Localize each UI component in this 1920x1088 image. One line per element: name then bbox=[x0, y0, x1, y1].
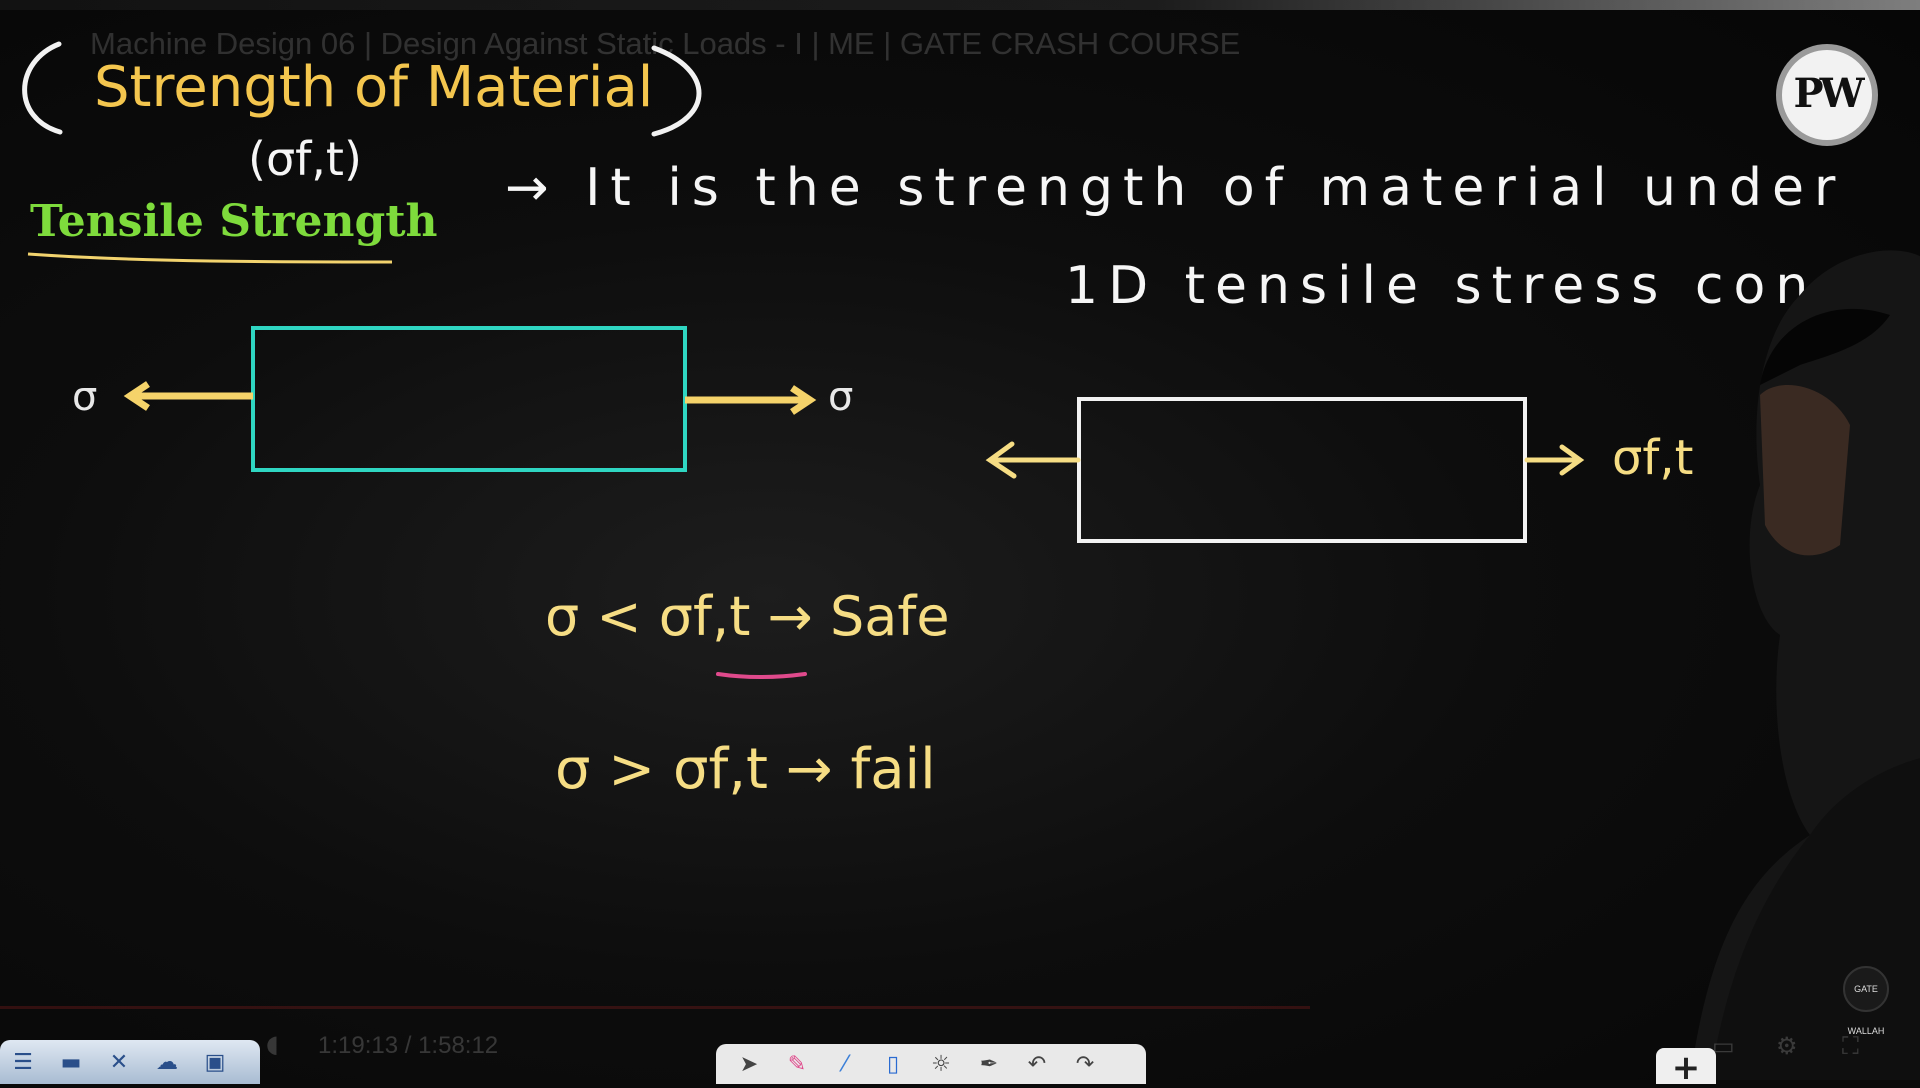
volume-icon[interactable]: ◖ bbox=[266, 1030, 279, 1058]
drawing-toolbar: ➤ ✎ ⁄ ▯ ☼ ✒ ↶ ↷ bbox=[716, 1044, 1146, 1084]
sigma-right-label: σ bbox=[828, 374, 854, 420]
captions-icon[interactable]: ▭ bbox=[1712, 1032, 1735, 1060]
tensile-strength-label: Tensile Strength bbox=[30, 196, 438, 247]
app-taskbar: ☰ ▬ ✕ ☁ ▣ bbox=[0, 1040, 260, 1084]
specimen-box-right bbox=[1077, 397, 1527, 543]
top-strip bbox=[0, 0, 1920, 10]
video-timecode: 1:19:13 / 1:58:12 bbox=[318, 1032, 499, 1059]
gate-wallah-badge: GATE WALLAH bbox=[1843, 966, 1889, 1036]
add-page-button[interactable]: + bbox=[1656, 1048, 1716, 1088]
undo-icon[interactable]: ↶ bbox=[1027, 1051, 1047, 1077]
settings-icon[interactable]: ⚙ bbox=[1776, 1032, 1798, 1060]
definition-line-1: → It is the strength of material under bbox=[505, 158, 1846, 218]
arrow-right-head bbox=[790, 385, 817, 415]
topic-brackets bbox=[22, 41, 702, 137]
fullscreen-icon[interactable]: ⛶ bbox=[1842, 1032, 1859, 1060]
pink-underline bbox=[716, 672, 807, 679]
pen-icon[interactable]: ✎ bbox=[787, 1051, 807, 1077]
video-progress-bar[interactable] bbox=[0, 1006, 1310, 1009]
sigma-ft-right-label: σf,t bbox=[1612, 430, 1694, 486]
sigma-left-label: σ bbox=[72, 374, 98, 420]
shape-icon[interactable]: ▯ bbox=[886, 1051, 900, 1077]
arrow-left-head bbox=[123, 381, 150, 411]
arrow-right-white bbox=[1524, 444, 1585, 476]
presenter bbox=[1690, 250, 1920, 1080]
fill-icon[interactable]: ✒ bbox=[979, 1051, 999, 1077]
tensile-underline bbox=[27, 252, 393, 264]
pw-logo: PW bbox=[1776, 44, 1878, 146]
definition-line-2: 1D tensile stress condit bbox=[1065, 256, 1917, 316]
tools-icon[interactable]: ✕ bbox=[109, 1049, 129, 1075]
monitor-icon[interactable]: ▬ bbox=[60, 1049, 82, 1075]
condition-fail: σ > σf,t → fail bbox=[555, 737, 936, 802]
topic-header: Strength of Material bbox=[14, 40, 704, 140]
specimen-box-left bbox=[251, 326, 687, 472]
topic-title: Strength of Material bbox=[94, 55, 654, 120]
menu-icon[interactable]: ☰ bbox=[13, 1049, 33, 1075]
condition-safe: σ < σf,t → Safe bbox=[545, 585, 950, 648]
pointer-icon[interactable]: ➤ bbox=[739, 1051, 759, 1077]
light-icon[interactable]: ☼ bbox=[931, 1051, 951, 1077]
sigma-ft-heading: (σf,t) bbox=[248, 132, 362, 186]
arrow-left-white bbox=[985, 441, 1081, 479]
image-icon[interactable]: ▣ bbox=[204, 1049, 226, 1075]
redo-icon[interactable]: ↷ bbox=[1075, 1051, 1095, 1077]
cloud-icon[interactable]: ☁ bbox=[156, 1049, 178, 1075]
highlighter-icon[interactable]: ⁄ bbox=[843, 1051, 847, 1077]
